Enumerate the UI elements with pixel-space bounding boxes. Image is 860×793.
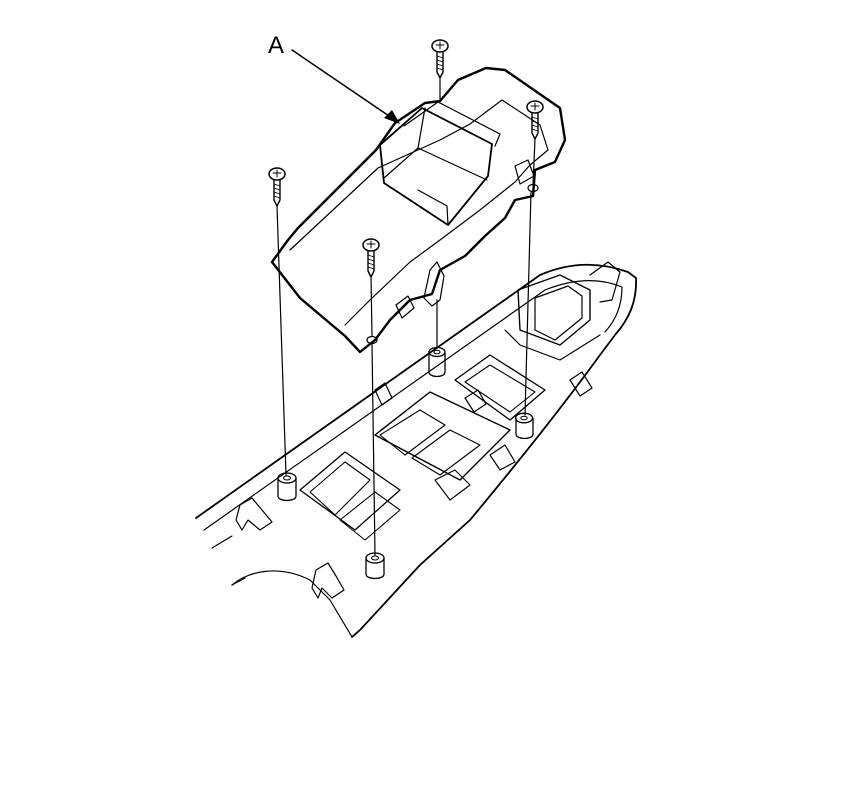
- screw-icon: [526, 100, 544, 140]
- screw-icon: [431, 39, 449, 79]
- power-window-master-switch: [270, 66, 567, 354]
- screw-boss-right: [514, 412, 534, 440]
- callout-label-a: A: [268, 32, 285, 59]
- screw-icon: [268, 167, 286, 207]
- screw-icon: [362, 238, 380, 278]
- screw-boss-left: [277, 472, 297, 502]
- callout-leader-a: [291, 49, 400, 124]
- screw-boss-bottom: [365, 552, 385, 580]
- door-armrest-panel: [195, 261, 637, 638]
- alignment-lines: [276, 77, 536, 556]
